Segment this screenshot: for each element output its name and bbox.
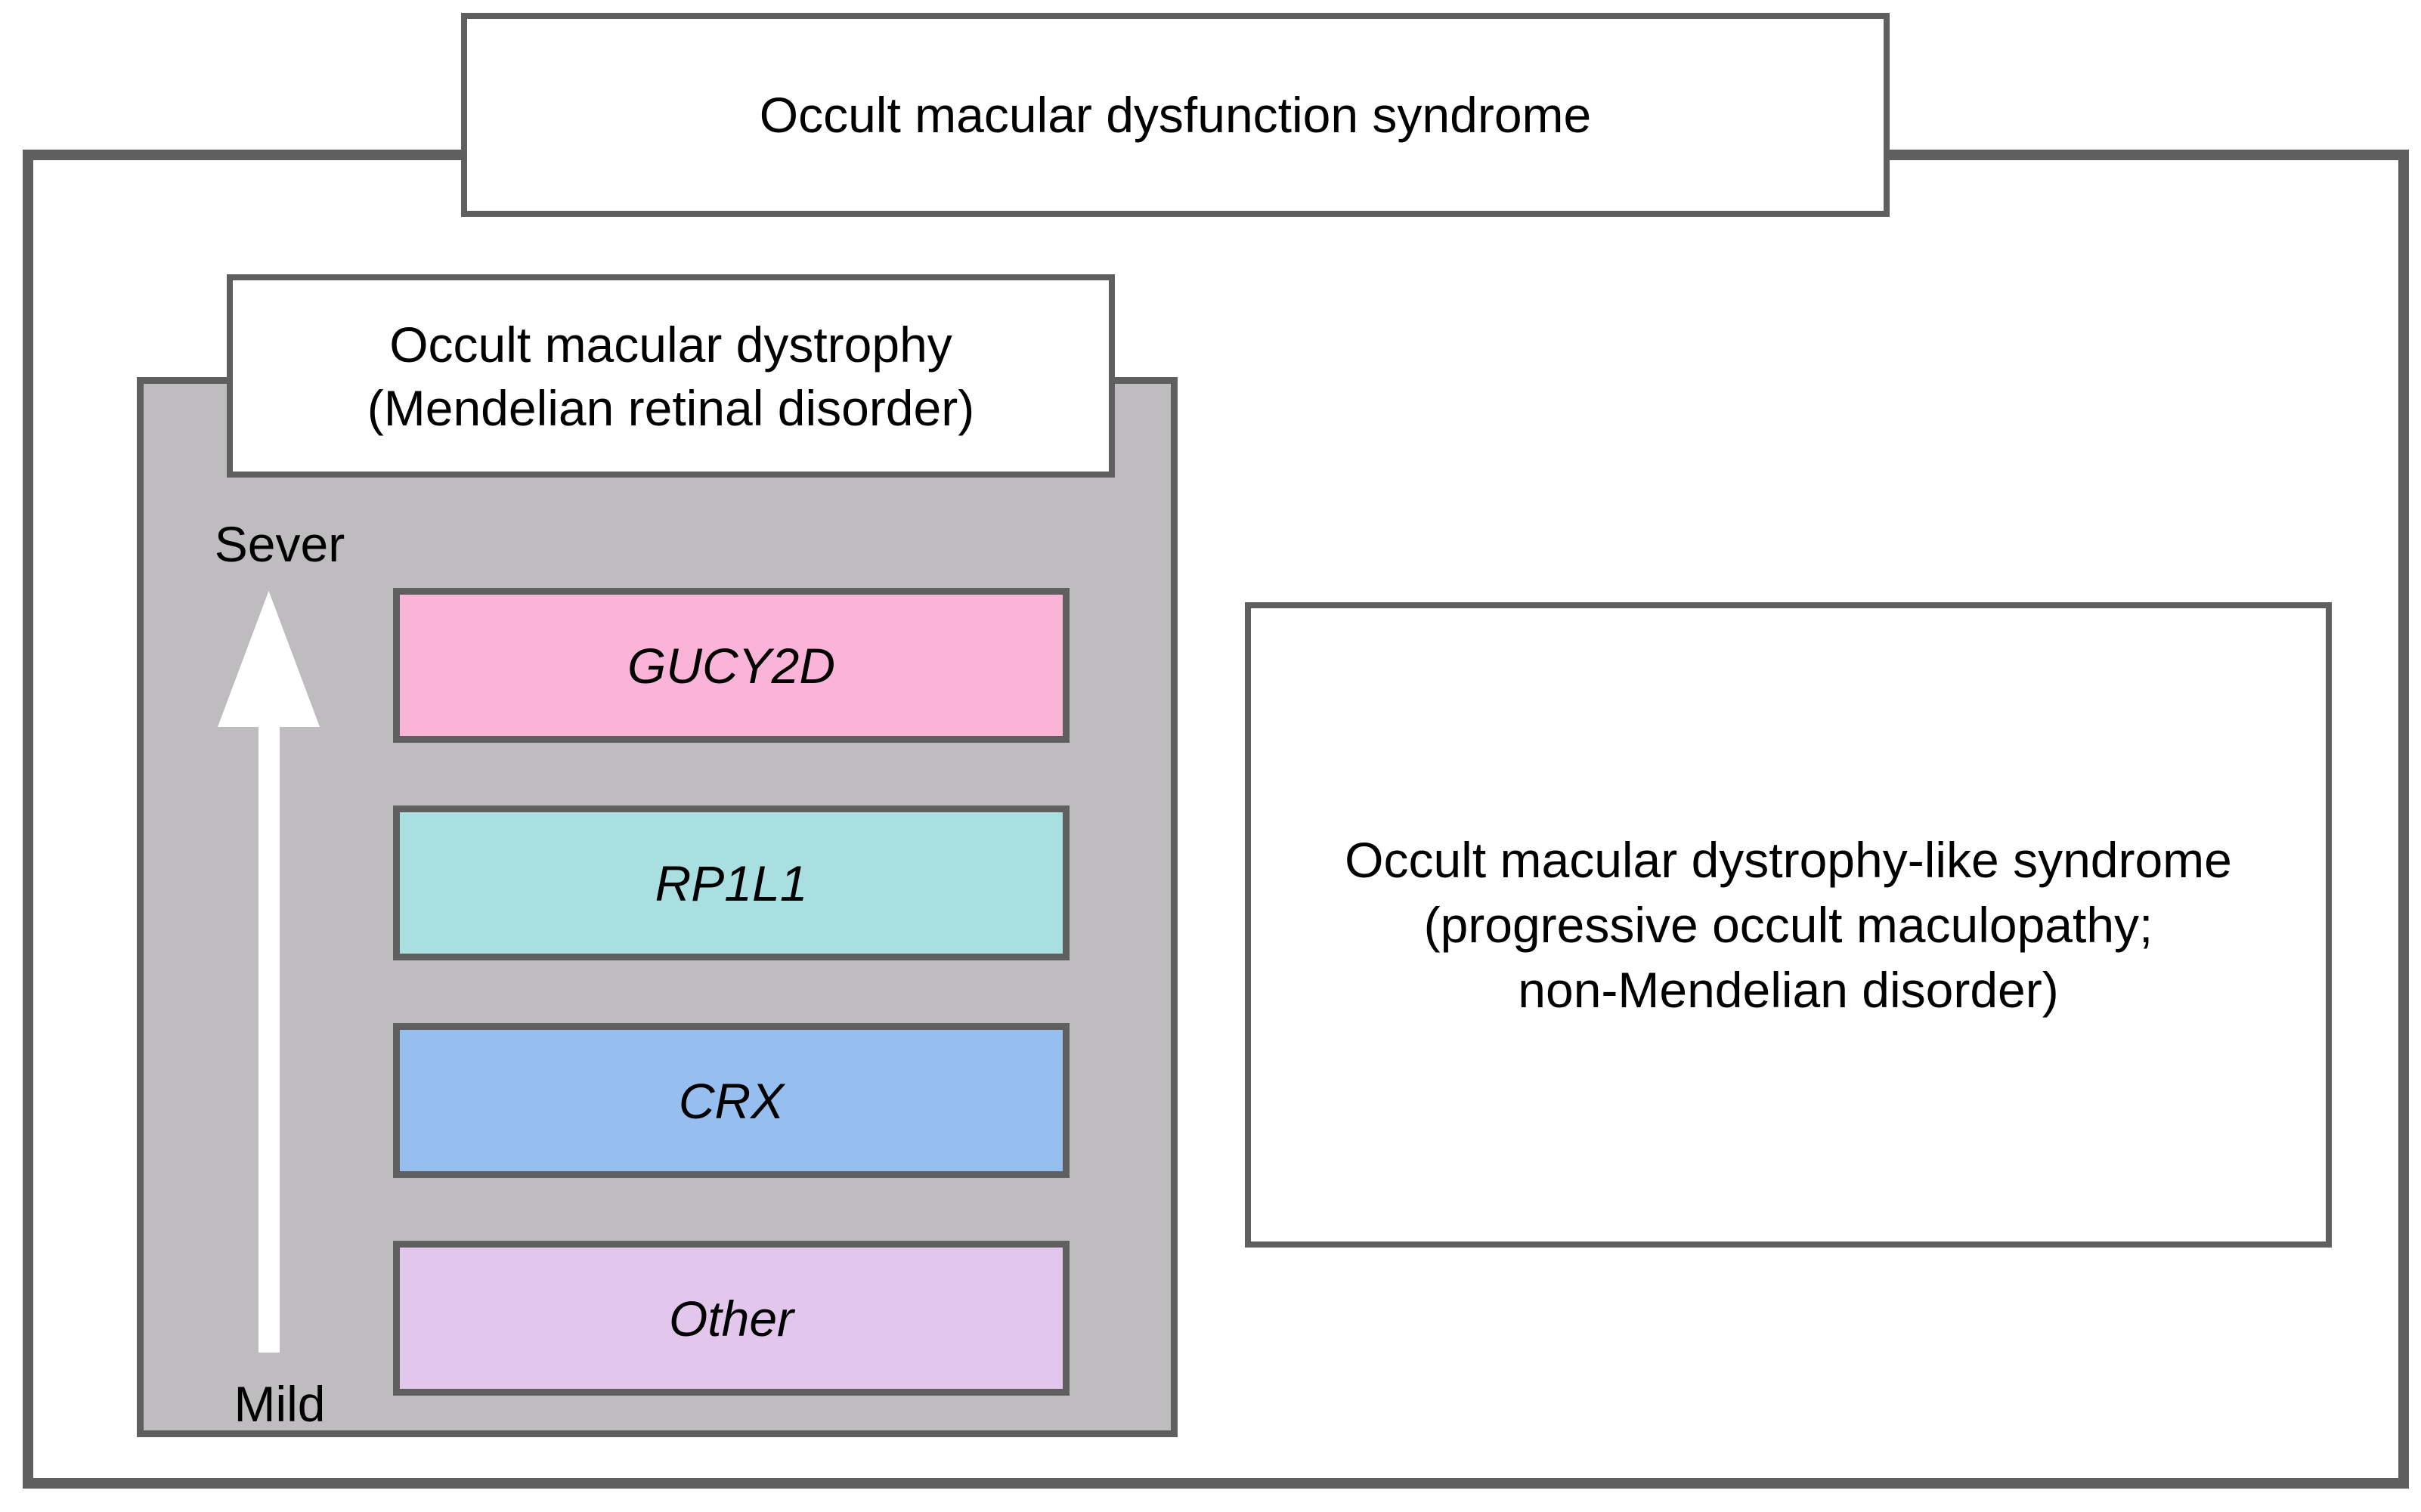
- omd-like-line2: (progressive occult maculopathy;: [1423, 897, 2153, 953]
- severity-label-mild: Mild: [234, 1376, 326, 1432]
- omd-label-box: Occult macular dystrophy (Mendelian reti…: [227, 274, 1115, 478]
- gene-label-other: Other: [668, 1290, 794, 1347]
- omd-label-line1: Occult macular dystrophy: [389, 316, 952, 373]
- gene-label-gucy2d: GUCY2D: [627, 637, 836, 694]
- omd-like-line1: Occult macular dystrophy-like syndrome: [1345, 832, 2232, 888]
- omd-label-line2: (Mendelian retinal disorder): [367, 379, 975, 436]
- gene-box-other: Other: [393, 1241, 1070, 1396]
- gene-label-rp1l1: RP1L1: [655, 855, 808, 911]
- gene-box-crx: CRX: [393, 1023, 1070, 1178]
- gene-label-crx: CRX: [678, 1072, 785, 1129]
- severity-arrow-icon: [218, 591, 320, 1353]
- omd-like-line3: non-Mendelian disorder): [1518, 962, 2059, 1018]
- gene-box-rp1l1: RP1L1: [393, 805, 1070, 960]
- omd-like-syndrome-box: Occult macular dystrophy-like syndrome (…: [1245, 602, 2332, 1248]
- title-box: Occult macular dysfunction syndrome: [461, 13, 1890, 217]
- title-text: Occult macular dysfunction syndrome: [759, 87, 1592, 143]
- severity-label-severe: Sever: [214, 516, 345, 572]
- gene-box-gucy2d: GUCY2D: [393, 588, 1070, 743]
